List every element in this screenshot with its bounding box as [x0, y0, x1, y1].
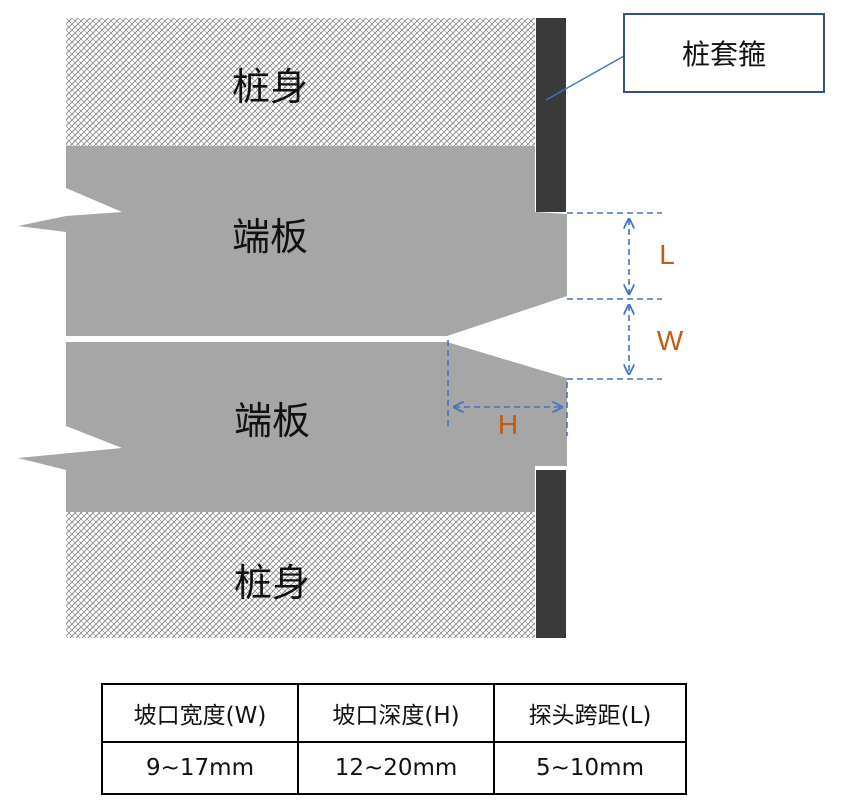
end-plate-top-label: 端板 — [232, 215, 308, 259]
header-bevel-depth: 坡口深度(H) — [297, 683, 495, 743]
parameter-table: 坡口宽度(W) 坡口深度(H) 探头跨距(L) 9~17mm 12~20mm 5… — [101, 683, 687, 795]
cell-probe-span: 5~10mm — [493, 741, 687, 795]
pile-body-top-label: 桩身 — [232, 65, 308, 109]
callout-box — [623, 13, 825, 93]
callout-label: 桩套箍 — [682, 38, 766, 71]
dim-label-H: H — [498, 409, 518, 440]
pile-body-top — [66, 18, 535, 146]
end-plate-bottom-label: 端板 — [234, 399, 310, 443]
dim-label-L: L — [659, 239, 675, 270]
pile-body-bottom-label: 桩身 — [234, 561, 310, 605]
cell-bevel-width: 9~17mm — [101, 741, 299, 795]
dim-label-W: W — [657, 325, 684, 356]
header-bevel-width: 坡口宽度(W) — [101, 683, 299, 743]
end-plate-top — [18, 146, 567, 336]
header-probe-span: 探头跨距(L) — [493, 683, 687, 743]
pile-body-bottom — [66, 512, 535, 638]
table-row: 9~17mm 12~20mm 5~10mm — [101, 741, 687, 795]
weld-bevel-diagram: 桩套箍 桩身 端板 端板 桩身 L W H — [18, 13, 825, 638]
callout-leader — [545, 55, 625, 101]
cell-bevel-depth: 12~20mm — [297, 741, 495, 795]
pile-hoop-lower — [536, 470, 566, 638]
pile-hoop-upper — [536, 18, 566, 212]
end-plate-bottom — [18, 342, 567, 512]
table-header-row: 坡口宽度(W) 坡口深度(H) 探头跨距(L) — [101, 683, 687, 743]
